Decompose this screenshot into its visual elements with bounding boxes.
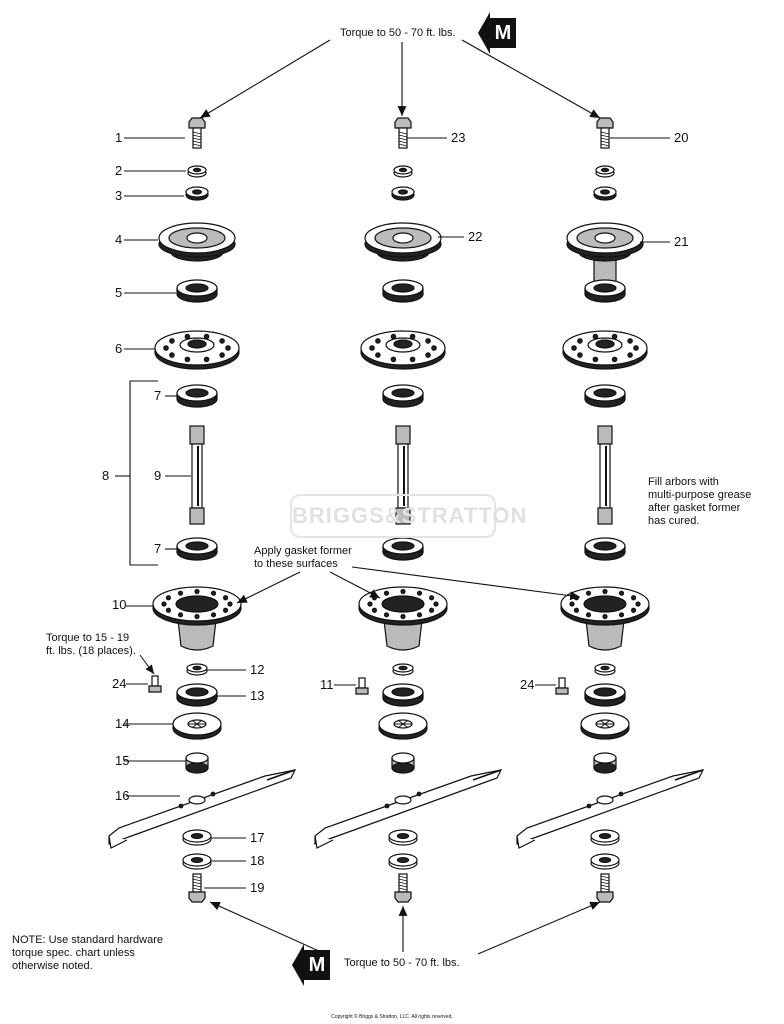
- watermark-logo: BRIGGS&STRATTON: [290, 494, 526, 538]
- right-housing-screw: [555, 677, 569, 695]
- gasket-arrow-left: [236, 571, 301, 604]
- left-pulley-spacer: [176, 279, 218, 303]
- right-lock-washer: [595, 165, 615, 178]
- left-lower-housing: [152, 586, 242, 651]
- callout-24b: 24: [520, 677, 535, 692]
- callout-3: 3: [115, 188, 123, 203]
- callout-7a: 7: [154, 388, 162, 403]
- center-star-washer: [388, 829, 418, 846]
- top-m-badge: M: [478, 12, 516, 54]
- callout-7b: 7: [154, 541, 162, 556]
- bottom-arrow-right: [477, 901, 601, 955]
- center-hub-washer: [392, 663, 414, 676]
- left-blade-bolt: [188, 873, 206, 903]
- callout-8: 8: [102, 468, 110, 483]
- bottom-torque-note: Torque to 50 - 70 ft. lbs.: [344, 957, 460, 969]
- left-blade-spacer: [185, 752, 209, 774]
- callout-2: 2: [115, 163, 123, 178]
- gasket-arrow-right: [351, 566, 581, 601]
- right-lower-housing: [560, 586, 650, 651]
- right-lower-bearing: [584, 537, 626, 561]
- center-upper-bearing: [382, 384, 424, 408]
- right-pulley-bolt: [596, 117, 614, 149]
- right-flat-washer: [593, 186, 617, 201]
- right-pulley: [566, 222, 644, 287]
- left-lower-bearing: [176, 537, 218, 561]
- left-pulley-bolt: [188, 117, 206, 149]
- callout-11: 11: [320, 677, 334, 692]
- center-blade-bolt: [394, 873, 412, 903]
- bracket-8: [129, 380, 158, 566]
- right-blade-adapter: [580, 712, 630, 740]
- left-upper-bearing: [176, 384, 218, 408]
- callout-22: 22: [468, 229, 483, 244]
- center-lower-housing: [358, 586, 448, 651]
- callout-21: 21: [674, 234, 689, 249]
- left-seal: [176, 683, 218, 707]
- callout-19: 19: [250, 880, 265, 895]
- center-blade-washer: [388, 853, 418, 870]
- bottom-arrow-left: [209, 901, 331, 957]
- center-seal: [382, 683, 424, 707]
- right-upper-bearing: [584, 384, 626, 408]
- left-star-washer: [182, 829, 212, 846]
- callout-1: 1: [115, 130, 123, 145]
- right-blade-spacer: [593, 752, 617, 774]
- left-blade-adapter: [172, 712, 222, 740]
- center-blade: [314, 769, 503, 849]
- callout-16: 16: [115, 788, 130, 803]
- right-seal: [584, 683, 626, 707]
- center-blade-spacer: [391, 752, 415, 774]
- center-housing-screw: [355, 677, 369, 695]
- right-pulley-spacer: [584, 279, 626, 303]
- left-housing-screw: [148, 675, 162, 693]
- callout-10: 10: [112, 597, 127, 612]
- left-blade-washer: [182, 853, 212, 870]
- callout-4: 4: [115, 232, 123, 247]
- callout-13: 13: [250, 688, 265, 703]
- left-flat-washer: [185, 186, 209, 201]
- left-lock-washer: [187, 165, 207, 178]
- callout-6: 6: [115, 341, 123, 356]
- left-pulley: [158, 222, 236, 262]
- callout-18: 18: [250, 853, 265, 868]
- right-spindle-shaft: [597, 425, 613, 525]
- copyright: Copyright © Briggs & Stratton, LLC. All …: [331, 1014, 453, 1020]
- center-spindle-shaft: [395, 425, 411, 525]
- callout-15: 15: [115, 753, 130, 768]
- callout-24a: 24: [112, 676, 127, 691]
- center-pulley: [364, 222, 442, 262]
- right-blade-washer: [590, 853, 620, 870]
- callout-17: 17: [250, 830, 265, 845]
- center-flat-washer: [391, 186, 415, 201]
- left-blade: [108, 769, 297, 849]
- center-upper-housing: [360, 330, 446, 370]
- callout-12: 12: [250, 662, 265, 677]
- center-lock-washer: [393, 165, 413, 178]
- left-spindle-shaft: [189, 425, 205, 525]
- callout-5: 5: [115, 285, 123, 300]
- center-pulley-bolt: [394, 117, 412, 149]
- gasket-arrow-center: [329, 571, 381, 599]
- center-blade-adapter: [378, 712, 428, 740]
- right-blade-bolt: [596, 873, 614, 903]
- side-torque-arrow: [139, 654, 155, 675]
- left-hub-washer: [186, 663, 208, 676]
- left-upper-housing: [154, 330, 240, 370]
- right-hub-washer: [594, 663, 616, 676]
- right-star-washer: [590, 829, 620, 846]
- center-lower-bearing: [382, 537, 424, 561]
- top-torque-note: Torque to 50 - 70 ft. lbs.: [340, 27, 456, 39]
- right-blade: [516, 769, 705, 849]
- bottom-m-badge: M: [292, 944, 330, 986]
- callout-14: 14: [115, 716, 130, 731]
- callout-23: 23: [451, 130, 466, 145]
- top-arrow-left: [199, 39, 331, 119]
- callout-9: 9: [154, 468, 162, 483]
- right-upper-housing: [562, 330, 648, 370]
- callout-20: 20: [674, 130, 689, 145]
- center-pulley-spacer: [382, 279, 424, 303]
